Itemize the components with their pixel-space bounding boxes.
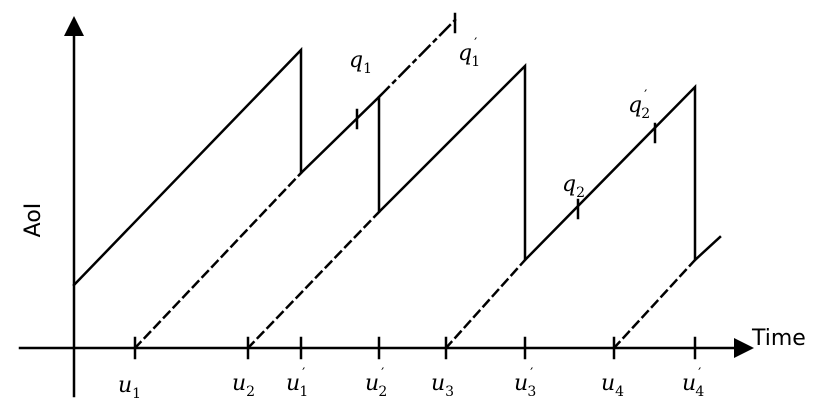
tick-label-u2p: u′2 bbox=[365, 366, 387, 400]
extension-line-q1-prime bbox=[377, 18, 457, 99]
tick-label-u3: u3 bbox=[431, 371, 454, 400]
dashed-line-u2 bbox=[246, 210, 381, 350]
tick-label-u4p: u′4 bbox=[682, 366, 704, 400]
time-axis-labels: u1 u2 u′1 u′2 u3 u′3 u4 u′4 bbox=[118, 366, 704, 402]
dashed-line-u3 bbox=[444, 258, 527, 350]
x-axis-title: Time bbox=[751, 326, 806, 351]
time-axis-ticks bbox=[133, 336, 697, 360]
tick-label-u1: u1 bbox=[118, 373, 141, 402]
axes bbox=[18, 16, 754, 398]
dashed-line-u1 bbox=[133, 171, 303, 350]
marker-label-q2p: q′2 bbox=[628, 88, 650, 122]
marker-label-q2: q2 bbox=[562, 172, 585, 201]
aoi-sawtooth-curve bbox=[72, 46, 722, 287]
dashed-line-u4 bbox=[612, 258, 697, 350]
curve-marker-ticks bbox=[355, 12, 657, 220]
tick-label-u4: u4 bbox=[601, 371, 624, 400]
y-axis-title: AoI bbox=[21, 203, 46, 238]
curve-marker-labels: q1 q′1 q2 q′2 bbox=[349, 36, 650, 201]
marker-label-q1p: q′1 bbox=[458, 36, 480, 70]
tick-label-u1p: u′1 bbox=[286, 366, 308, 400]
tick-label-u3p: u′3 bbox=[514, 366, 536, 400]
marker-label-q1: q1 bbox=[349, 48, 372, 77]
tick-label-u2: u2 bbox=[232, 371, 255, 400]
dashed-age-lines bbox=[133, 171, 697, 350]
